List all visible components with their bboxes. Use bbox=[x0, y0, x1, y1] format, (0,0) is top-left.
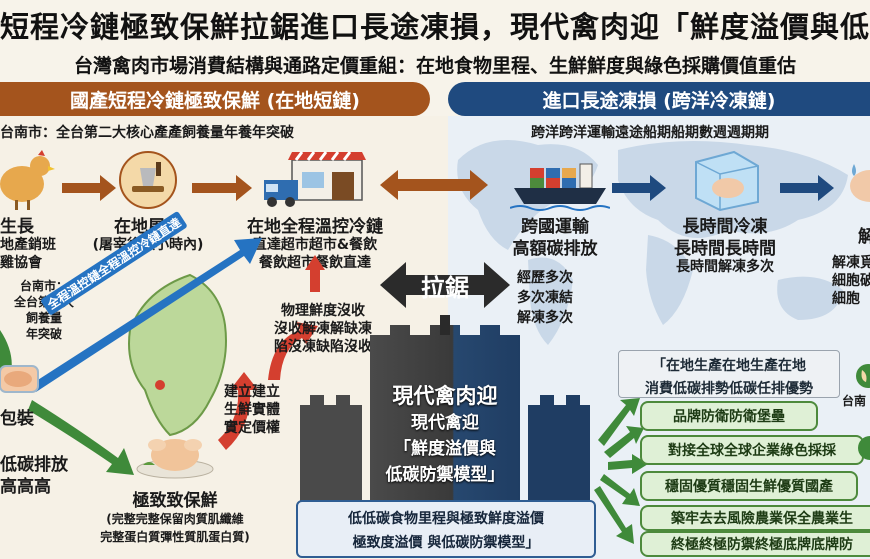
strategy-header-line2: 消費低碳排勢低碳任排優勢 bbox=[645, 381, 813, 397]
tug-of-war-label: 拉鋸 bbox=[421, 274, 469, 302]
wall-line2: 現代禽迎 bbox=[411, 413, 479, 433]
tainan-badge-icon bbox=[856, 364, 870, 388]
cargo-ship-icon bbox=[510, 163, 610, 211]
ship-sub: 高額碳排放 bbox=[512, 239, 598, 259]
pricing-line: 建立建立 bbox=[224, 384, 280, 400]
route-note: 跨洋跨洋運輸遠途船期船期數週週期期 bbox=[531, 125, 769, 141]
page-subtitle: 台灣禽肉市場消費結構與通路定價重組：在地食物里程、生鮮鮮度與綠色採購價值重估 bbox=[73, 55, 796, 77]
step-fresh-label: 極致致保鮮 bbox=[132, 491, 218, 511]
strategy-item: 穩固優質穩固生鮮優質國產 bbox=[640, 471, 858, 501]
step-grow-label: 生長 bbox=[0, 217, 34, 237]
bottom-summary-line2: 極致度溢價 與低碳防禦模型」 bbox=[352, 535, 540, 551]
strategy-item: 築牢去去風險農業保全農業生 bbox=[640, 505, 870, 531]
freeze-cycles-line: 經歷多次 bbox=[517, 270, 573, 286]
bottom-summary-box: 低低碳食物里程與極致鮮度溢價 極致度溢價 與低碳防禦模型」 bbox=[296, 500, 596, 558]
thaw-label: 解 bbox=[858, 227, 870, 247]
fortress-wall bbox=[300, 315, 590, 510]
fresh-quality-note: 物理鮮度沒收 沒收解凍解缺凍 陷沒凍缺陷沒收 bbox=[258, 302, 388, 356]
step-fresh-sub1: (完整完整保留肉質肌纖維 bbox=[106, 512, 244, 526]
tainan-badge-label: 台南 bbox=[842, 394, 867, 408]
strategy-item: 對接全球全球企業綠色採採 bbox=[640, 435, 864, 465]
thaw-sub3: 細胞 bbox=[832, 291, 860, 307]
chicken-icon bbox=[0, 150, 55, 210]
bottom-summary-line1: 低低碳食物里程與極致鮮度溢價 bbox=[348, 511, 544, 527]
thaw-chicken-icon bbox=[850, 164, 870, 202]
strategy-item: 品牌防衛防衛堡壘 bbox=[640, 401, 818, 431]
ship-label: 跨國運輸 bbox=[521, 217, 589, 237]
tainan-note-line: 年突破 bbox=[25, 327, 62, 341]
ice-block-icon bbox=[695, 150, 759, 212]
wall-line3: 「鮮度溢價與 bbox=[394, 439, 496, 459]
freeze-cycles-line: 解凍多次 bbox=[517, 310, 573, 326]
butcher-icon bbox=[119, 151, 177, 209]
wall-title: 現代禽肉迎 bbox=[392, 384, 498, 408]
frozen-label: 長時間冷凍 bbox=[682, 217, 768, 237]
step-pack-label: 包裝 bbox=[0, 409, 34, 429]
strategy-header-line1: 「在地生產在地生產在地 bbox=[652, 358, 806, 374]
frozen-sub1: 長時間長時間 bbox=[674, 239, 776, 259]
tainan-note-line: 飼養量 bbox=[25, 311, 62, 325]
step-store-label: 在地全程溫控冷鏈 bbox=[247, 217, 383, 237]
low-carbon-line2: 高高高 bbox=[0, 477, 51, 497]
packaged-chicken-icon bbox=[0, 365, 39, 393]
store-truck-icon bbox=[264, 151, 366, 207]
left-section-band: 國產短程冷鏈極致保鮮 (在地短鏈) bbox=[0, 82, 430, 116]
step-store-sub1: 直達超市超市&餐飲 bbox=[252, 237, 378, 253]
step-grow-sub2: 雞協會 bbox=[0, 255, 42, 271]
step-fresh-sub2: 完整蛋白質彈性質肌蛋白質) bbox=[100, 530, 250, 544]
right-section-band: 進口長途凍損 (跨洋冷凍鏈) bbox=[448, 82, 870, 116]
thaw-sub2: 細胞破 bbox=[832, 273, 870, 289]
leaf-icon bbox=[858, 436, 870, 460]
freeze-cycles-line: 多次凍結 bbox=[517, 290, 573, 306]
wall-line4: 低碳防禦模型」 bbox=[385, 465, 505, 485]
step-grow-sub1: 地產銷班 bbox=[0, 237, 56, 253]
strategy-item: 終極終極防禦終極底牌底牌防 bbox=[640, 531, 870, 557]
fresh-quality-line: 陷沒凍缺陷沒收 bbox=[274, 339, 372, 355]
freeze-cycles-note: 經歷多次 多次凍結 解凍多次 bbox=[505, 268, 585, 328]
pricing-line: 實定價權 bbox=[224, 420, 280, 436]
strategy-header-box: 「在地生產在地生產在地 消費低碳排勢低碳任排優勢 bbox=[618, 350, 840, 398]
frozen-sub2: 長時間解凍多次 bbox=[676, 259, 774, 275]
pricing-line: 生鮮實體 bbox=[224, 402, 280, 418]
fresh-quality-line: 沒收解凍解缺凍 bbox=[274, 321, 372, 337]
region-note: 台南市：全台第二大核心產產飼養量年養年突破 bbox=[0, 125, 294, 141]
low-carbon-line1: 低碳排放 bbox=[0, 455, 68, 475]
thaw-sub1: 解凍覓 bbox=[832, 255, 870, 271]
pricing-note: 建立建立 生鮮實體 實定價權 bbox=[212, 383, 292, 437]
roast-chicken-icon bbox=[136, 439, 214, 479]
fresh-quality-line: 物理鮮度沒收 bbox=[281, 303, 365, 319]
